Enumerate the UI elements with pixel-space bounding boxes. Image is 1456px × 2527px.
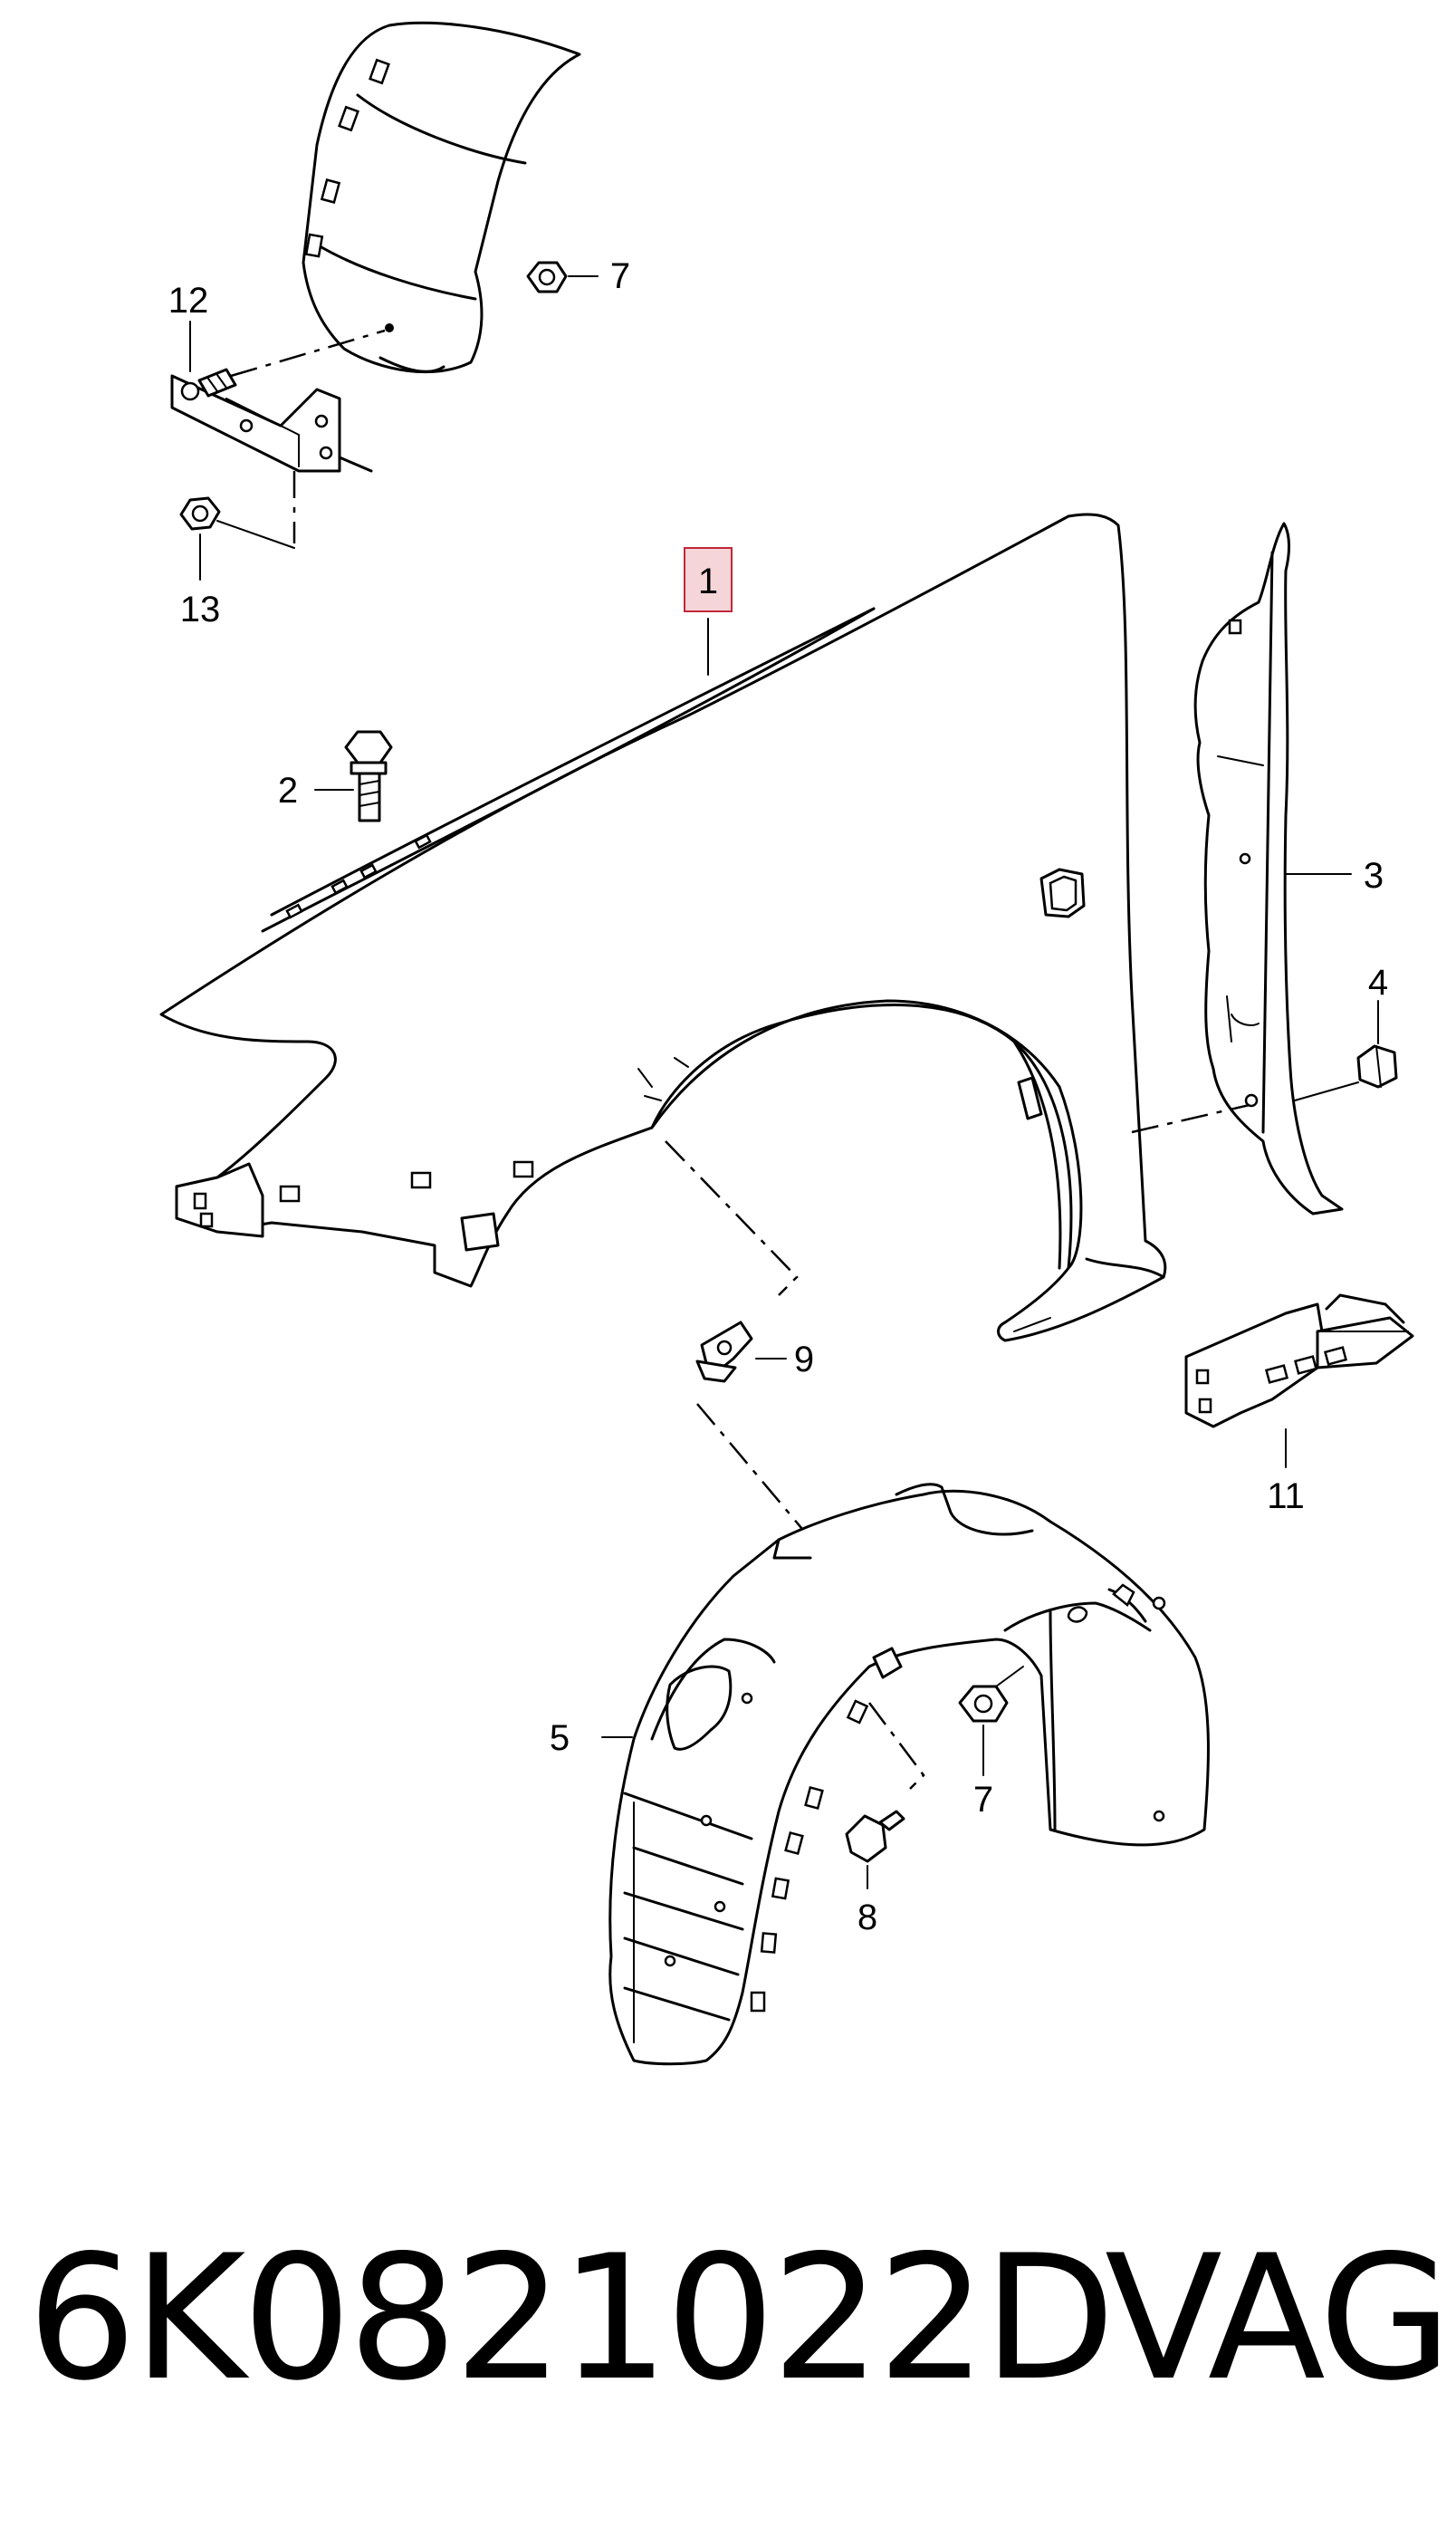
screw-8 (845, 1702, 925, 1889)
callout-2: 2 (278, 771, 298, 811)
callout-5: 5 (550, 1718, 570, 1758)
plug-4 (1131, 1000, 1398, 1134)
callout-4: 4 (1368, 963, 1388, 1003)
callout-13: 13 (180, 590, 221, 629)
callout-11: 11 (1267, 1476, 1305, 1516)
callout-9: 9 (794, 1340, 814, 1379)
nut-7-top (526, 261, 568, 293)
wheel-arch-liner-5 (608, 1483, 1210, 2066)
screw-2 (314, 730, 393, 822)
clip-9 (695, 1321, 787, 1383)
leader-dash-9-upper (665, 1140, 799, 1296)
leader-dash-12 (230, 329, 386, 378)
nut-13 (179, 471, 296, 549)
fender-top-fragment (302, 21, 581, 374)
screw-hole-dot (385, 323, 394, 332)
brand-label: VAG (1105, 2218, 1452, 2418)
callout-7-top: 7 (610, 256, 630, 296)
bracket-11 (1184, 1293, 1414, 1468)
callout-7-lower: 7 (973, 1780, 993, 1820)
callout-1: 1 (698, 562, 718, 601)
part-number: 6K0821022D (27, 2218, 1116, 2418)
nut-7-lower (958, 1666, 1024, 1776)
callout-1-highlight (684, 547, 733, 612)
callout-12: 12 (168, 281, 209, 321)
fender-main (159, 513, 1167, 1342)
callout-3: 3 (1364, 856, 1384, 896)
callout-8: 8 (857, 1898, 877, 1937)
panel-3 (1193, 522, 1344, 1215)
bracket-12 (170, 368, 373, 473)
